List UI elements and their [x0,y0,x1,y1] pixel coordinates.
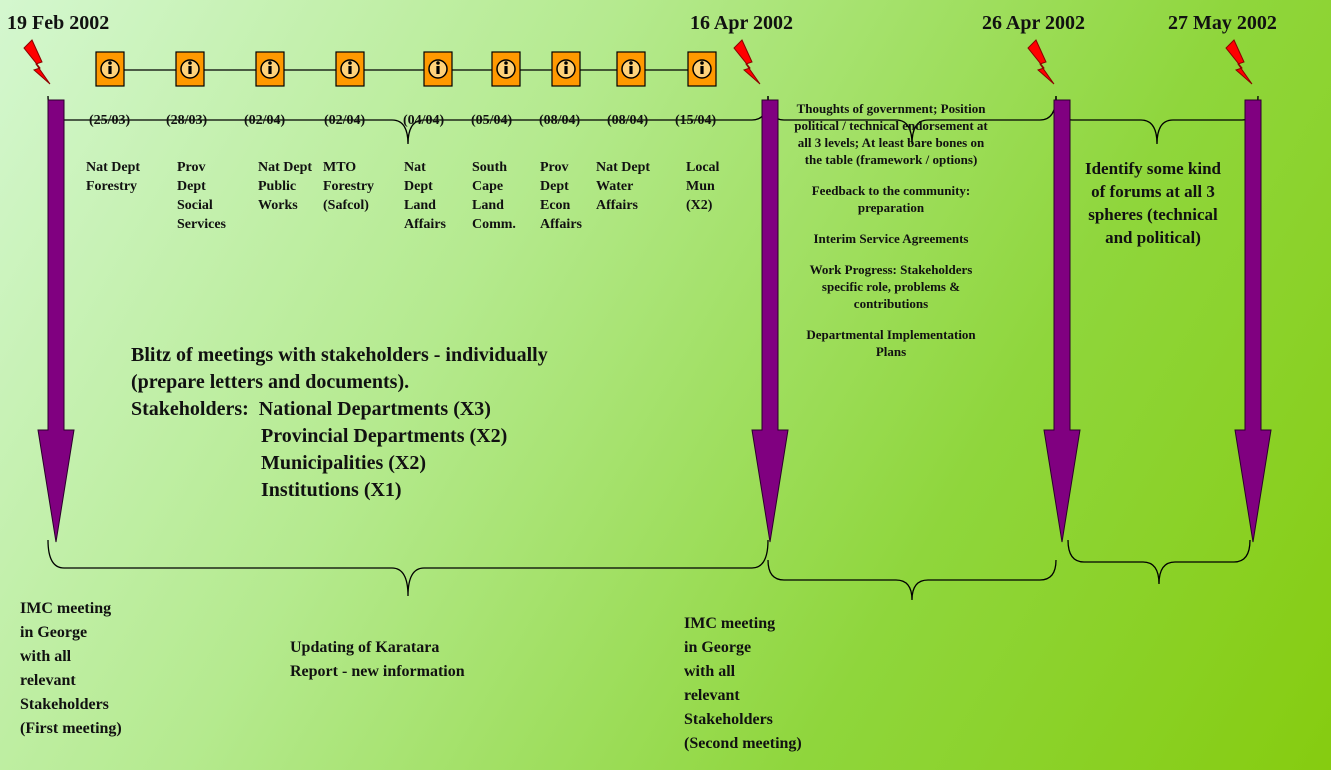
lightning-bolt-icon [733,39,761,85]
milestone-arrow [1234,99,1272,543]
phase3-description: Identify some kind of forums at all 3 sp… [1084,159,1222,247]
milestone-arrow [1043,99,1081,543]
bottom-brace [47,539,769,597]
info-icon [335,51,365,87]
imc-second-meeting: IMC meeting in George with all relevant … [684,615,802,752]
lightning-bolt-icon [1225,39,1253,85]
phase2-note: Thoughts of government; Position politic… [794,101,988,167]
lightning-bolt-icon [23,39,51,85]
info-icon [175,51,205,87]
bottom-brace [767,559,1057,601]
info-icon [423,51,453,87]
meeting-organisation: MTO Forestry (Safcol) [323,160,375,213]
info-icon [616,51,646,87]
meeting-organisation: Local Mun (X2) [686,160,720,213]
milestone-date-1: 19 Feb 2002 [7,12,110,34]
meeting-date: (15/04) [675,113,717,128]
imc-first-meeting: IMC meeting in George with all relevant … [20,600,122,737]
info-icon [491,51,521,87]
meeting-organisation: South Cape Land Comm. [472,160,516,232]
info-icon [687,51,717,87]
top-brace [1055,95,1259,145]
meeting-organisation: Nat Dept Public Works [258,160,313,213]
phase2-note: Work Progress: Stakeholders specific rol… [809,262,973,311]
info-icon [551,51,581,87]
meeting-organisation: Prov Dept Econ Affairs [540,160,582,232]
report-update: Updating of Karatara Report - new inform… [290,639,465,680]
meeting-date: (02/04) [324,113,366,128]
phase2-notes: Thoughts of government; Position politic… [792,100,990,360]
milestone-date-3: 26 Apr 2002 [982,12,1085,34]
milestone-arrow [751,99,789,543]
meeting-date: (08/04) [539,113,581,128]
phase2-note: Interim Service Agreements [813,231,969,246]
milestone-arrow [37,99,75,543]
meeting-date: (25/03) [89,113,131,128]
milestone-date-4: 27 May 2002 [1168,12,1277,34]
meeting-organisation: Nat Dept Forestry [86,160,141,194]
meeting-organisation: Nat Dept Land Affairs [404,160,446,232]
meeting-organisation: Prov Dept Social Services [177,160,226,232]
phase2-note: Departmental Implementation Plans [806,327,976,359]
bottom-brace [1067,539,1251,585]
info-icon [95,51,125,87]
meeting-date: (28/03) [166,113,208,128]
info-icon [255,51,285,87]
blitz-description: Blitz of meetings with stakeholders - in… [131,344,548,501]
lightning-bolt-icon [1027,39,1055,85]
milestone-date-2: 16 Apr 2002 [690,12,793,34]
phase2-note: Feedback to the community: preparation [811,183,971,215]
meeting-date: (08/04) [607,113,649,128]
meeting-date: (05/04) [471,113,513,128]
meeting-organisation: Nat Dept Water Affairs [596,160,651,213]
meeting-date: (02/04) [244,113,286,128]
meeting-date: (04/04) [403,113,445,128]
